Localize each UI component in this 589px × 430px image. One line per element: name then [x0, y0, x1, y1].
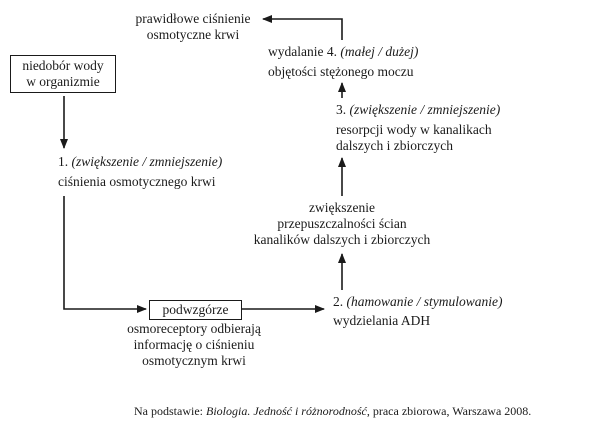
step1-options: (zwiększenie / zmniejszenie)	[71, 154, 223, 169]
source-prefix: Na podstawie:	[134, 404, 206, 418]
hypothalamus-desc-line2: informację o ciśnieniu	[133, 337, 255, 352]
step2-block: 2. (hamowanie / stymulowanie) wydzielani…	[333, 294, 502, 329]
hypothalamus-desc-line3: osmotycznym krwi	[142, 353, 246, 368]
source-suffix: , praca zbiorowa, Warszawa 2008.	[366, 404, 532, 418]
step3-line2: dalszych i zbiorczych	[336, 138, 453, 153]
step3-number: 3.	[336, 102, 347, 117]
step2-number: 2.	[333, 294, 344, 309]
permeability-line2: przepuszczalności ścian	[277, 216, 407, 231]
step2-text: wydzielania ADH	[333, 313, 431, 328]
step4-options: (małej / dużej)	[340, 44, 419, 59]
step4-block: wydalanie 4. (małej / dużej) objętości s…	[268, 44, 418, 80]
step1-question: 1. (zwiększenie / zmniejszenie)	[58, 154, 222, 170]
hypothalamus-label: podwzgórze	[162, 302, 229, 317]
permeability-block: zwiększenie przepuszczalności ścian kana…	[232, 200, 452, 248]
step1-number: 1.	[58, 154, 69, 169]
step4-line2: objętości stężonego moczu	[268, 64, 414, 79]
result-normal-pressure: prawidłowe ciśnienie osmotyczne krwi	[128, 11, 258, 43]
arrow-step1-to-hypothalamus	[63, 196, 147, 313]
step3-block: 3. (zwiększenie / zmniejszenie) resorpcj…	[336, 102, 500, 154]
start-box-water-deficit: niedobór wody w organizmie	[10, 55, 116, 93]
start-line1: niedobór wody	[22, 58, 104, 73]
arrow-step4-to-result	[262, 15, 343, 40]
hypothalamus-desc-line1: osmoreceptory odbierają	[127, 321, 261, 336]
step3-line1: resorpcji wody w kanalikach	[336, 122, 492, 137]
step1-block: 1. (zwiększenie / zmniejszenie) ciśnieni…	[58, 154, 222, 190]
step2-options: (hamowanie / stymulowanie)	[346, 294, 503, 309]
step4-question: wydalanie 4. (małej / dużej)	[268, 44, 418, 60]
source-caption: Na podstawie: Biologia. Jedność i różnor…	[134, 404, 531, 419]
permeability-line1: zwiększenie	[309, 200, 375, 215]
source-title: Biologia. Jedność i różnorodność	[205, 404, 367, 418]
step4-prefix: wydalanie 4.	[268, 44, 337, 59]
step3-question: 3. (zwiększenie / zmniejszenie)	[336, 102, 500, 118]
result-line2: osmotyczne krwi	[146, 27, 240, 42]
result-line1: prawidłowe ciśnienie	[135, 11, 251, 26]
step2-question: 2. (hamowanie / stymulowanie)	[333, 294, 502, 310]
start-line2: w organizmie	[26, 74, 100, 89]
hypothalamus-box: podwzgórze	[149, 300, 242, 320]
permeability-line3: kanalików dalszych i zbiorczych	[253, 232, 431, 247]
step1-text: ciśnienia osmotycznego krwi	[58, 174, 216, 189]
hypothalamus-description: osmoreceptory odbierają informację o ciś…	[108, 321, 280, 369]
step3-options: (zwiększenie / zmniejszenie)	[349, 102, 501, 117]
